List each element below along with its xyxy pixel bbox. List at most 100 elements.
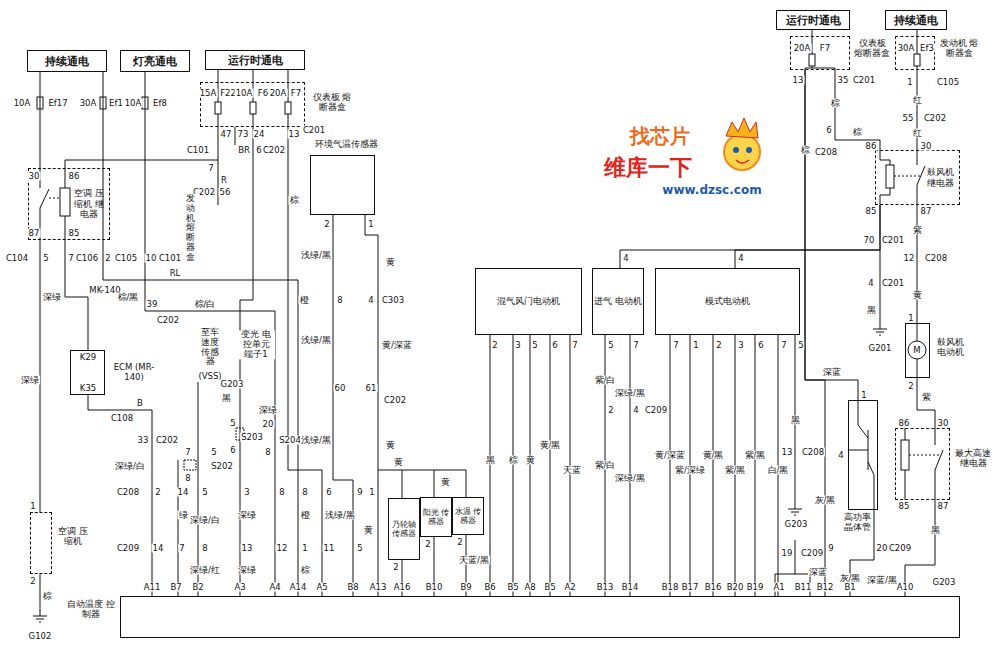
diagram-label: 14 <box>177 488 190 497</box>
diagram-label: K29 <box>79 353 97 362</box>
diagram-label: 20A <box>793 44 812 53</box>
diagram-label: A14 <box>289 583 308 592</box>
diagram-label: 8 <box>264 448 271 457</box>
diagram-label: C208 <box>801 448 825 457</box>
diagram-label: 黄/深蓝 <box>654 451 686 460</box>
diagram-label: 39 <box>146 300 159 309</box>
component-label: 自动温度 控制器 <box>64 600 118 620</box>
component-box: 模式电动机 <box>655 268 800 335</box>
diagram-label: B1 <box>843 583 856 592</box>
diagram-label: B14 <box>621 583 640 592</box>
diagram-label: 7 <box>632 341 639 350</box>
component-box: 仪表板 熔断器盒 <box>790 36 850 70</box>
diagram-label: 20A <box>269 89 288 98</box>
diagram-label: 20 <box>876 544 889 553</box>
component-label: 灯亮通电 <box>133 55 177 67</box>
diagram-label: 3 <box>737 341 744 350</box>
wire-connector <box>713 335 714 596</box>
mascot-crown <box>726 118 758 138</box>
diagram-label: 86 <box>865 142 878 151</box>
motor-symbol <box>908 341 926 359</box>
diagram-label: 深绿/白 <box>189 516 221 525</box>
wire-connector <box>735 205 880 268</box>
mascot-face <box>724 134 760 170</box>
diagram-label: A11 <box>143 583 162 592</box>
component-box: 运行时通电 <box>205 50 305 70</box>
component-label: 持续通电 <box>894 14 938 26</box>
diagram-label: 6 <box>229 446 236 455</box>
diagram-label: 8 <box>278 488 285 497</box>
wire <box>40 36 935 612</box>
component-box: 最大高速 继电器 <box>895 428 950 500</box>
diagram-label: 47 <box>220 130 233 139</box>
diagram-label: 4 <box>367 296 374 305</box>
diagram-label: B <box>136 399 144 408</box>
component-label: 发动机 熔断器盒 <box>939 39 979 59</box>
diagram-label: 87 <box>937 502 950 511</box>
diagram-label: 深绿 <box>258 406 278 415</box>
diagram-label: 紫 <box>912 226 923 235</box>
diagram-label: A2 <box>563 583 576 592</box>
diagram-label: 4 <box>622 254 629 263</box>
component-box: 持续通电 <box>885 10 947 30</box>
diagram-label: 20 <box>262 420 275 429</box>
fuse-symbol <box>250 102 256 114</box>
wire-connector <box>88 395 152 596</box>
diagram-label: 85 <box>68 229 81 238</box>
diagram-label: 5 <box>210 448 217 457</box>
diagram-label: Ef8 <box>152 99 168 108</box>
diagram-label: 浅绿/黑 <box>300 436 332 445</box>
diagram-label: 5 <box>229 419 236 428</box>
diagram-label: B13 <box>596 583 615 592</box>
diagram-label: 13 <box>288 130 301 139</box>
watermark-text: 找芯片 <box>629 126 691 147</box>
wire-connector <box>835 70 880 150</box>
fuse-symbol <box>809 54 815 66</box>
diagram-label: 深绿 <box>237 511 257 520</box>
diagram-label: 4 <box>632 406 639 415</box>
diagram-label: B17 <box>681 583 700 592</box>
diagram-label: 棕 <box>800 146 811 155</box>
diagram-label: 深绿 <box>237 566 257 575</box>
diagram-label: 7 <box>571 341 578 350</box>
diagram-label: B20 <box>726 583 745 592</box>
diagram-label: G201 <box>868 344 893 353</box>
diagram-label: C101 <box>186 146 210 155</box>
diagram-label: 2 <box>104 254 111 263</box>
diagram-label: C303 <box>381 296 405 305</box>
diagram-label: C108 <box>110 414 134 423</box>
diagram-label: 85 <box>898 502 911 511</box>
diagram-label: A4 <box>268 583 281 592</box>
diagram-label: G203 <box>784 520 809 529</box>
wire-connector <box>755 335 756 596</box>
diagram-label: 黄 <box>363 526 374 535</box>
diagram-label: 15A <box>199 89 218 98</box>
diagram-label: 红 <box>912 129 923 138</box>
diagram-label: C105 <box>936 78 960 87</box>
diagram-label: 2 <box>424 540 431 549</box>
diagram-label: 2 <box>907 382 914 391</box>
diagram-label: 3 <box>514 341 521 350</box>
diagram-label: 5 <box>797 341 804 350</box>
diagram-label: B2 <box>191 583 204 592</box>
diagram-label: 天蓝 <box>562 466 582 475</box>
diagram-label: 2 <box>29 577 36 586</box>
diagram-label: 2 <box>154 488 161 497</box>
diagram-label: 4 <box>737 254 744 263</box>
mascot-eye <box>746 147 752 153</box>
wire-connector <box>513 335 514 596</box>
diagram-label: 2 <box>607 406 614 415</box>
diagram-label: 10A <box>124 99 143 108</box>
diagram-label: 13 <box>792 76 805 85</box>
diagram-label: S203 <box>240 433 264 442</box>
diagram-label: 7 <box>184 448 191 457</box>
component-box: 持续通电 <box>27 50 107 72</box>
diagram-label: 橙 <box>299 296 310 305</box>
fuse-symbol <box>285 102 291 114</box>
component-box: 发动机 熔断器盒 <box>895 36 935 70</box>
diagram-label: B19 <box>746 583 765 592</box>
diagram-label: Ef1 <box>108 99 124 108</box>
diagram-label: 棕/黑 <box>117 293 140 302</box>
diagram-label: 红 <box>912 96 923 105</box>
diagram-label: C201 <box>881 236 905 245</box>
